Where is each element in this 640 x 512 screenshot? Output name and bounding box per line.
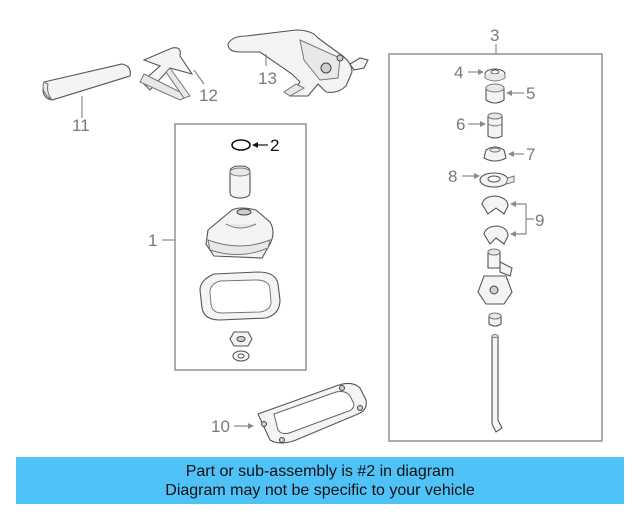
part-shift-knob — [229, 165, 251, 199]
part-shift-rod — [491, 334, 503, 433]
arrowhead-2 — [252, 142, 258, 148]
arrowhead-7 — [508, 151, 514, 157]
arrowhead-10 — [248, 423, 254, 429]
part-8-retainer — [479, 172, 515, 188]
part-13-brake-lever — [227, 29, 369, 97]
leader-12 — [193, 69, 205, 85]
part-5-bushing — [485, 83, 505, 104]
part-9-clips — [481, 195, 509, 245]
part-shift-pivot — [477, 248, 513, 305]
callout-5: 5 — [526, 84, 535, 103]
callout-13: 13 — [258, 69, 277, 88]
part-4-washer — [484, 68, 506, 82]
callout-2: 2 — [270, 136, 279, 155]
arrowhead-5 — [506, 90, 512, 96]
part-12-cover — [139, 47, 194, 101]
callout-10: 10 — [211, 417, 230, 436]
callout-3: 3 — [490, 26, 499, 45]
callout-6: 6 — [456, 115, 465, 134]
part-rod-bushing — [488, 312, 502, 327]
arrowhead-9b — [510, 231, 516, 237]
info-line-2: Diagram may not be specific to your vehi… — [165, 481, 475, 499]
part-boot-frame — [199, 271, 281, 321]
info-banner: Part or sub-assembly is #2 in diagram Di… — [16, 457, 624, 504]
arrowhead-8 — [474, 173, 480, 179]
part-6-spacer — [487, 112, 503, 139]
leader-9 — [512, 203, 534, 235]
callout-9: 9 — [535, 211, 544, 230]
arrowhead-4 — [478, 69, 484, 75]
part-11-grip — [42, 63, 131, 101]
assembly-1-box — [174, 123, 307, 371]
parts-diagram: 11 12 13 2 1 — [42, 26, 603, 444]
callout-11: 11 — [72, 116, 90, 135]
part-10-base-plate — [257, 382, 367, 444]
part-shift-boot — [205, 207, 274, 259]
part-2-o-ring — [231, 139, 251, 151]
callout-8: 8 — [448, 167, 457, 186]
arrowhead-9a — [510, 201, 516, 207]
arrowhead-6 — [480, 121, 486, 127]
callout-12: 12 — [199, 86, 218, 105]
callout-7: 7 — [526, 145, 535, 164]
callout-4: 4 — [454, 63, 463, 82]
callout-1: 1 — [148, 231, 157, 250]
part-nut-washer — [229, 331, 253, 362]
info-line-1: Part or sub-assembly is #2 in diagram — [185, 462, 455, 480]
part-7-cap — [483, 146, 507, 162]
